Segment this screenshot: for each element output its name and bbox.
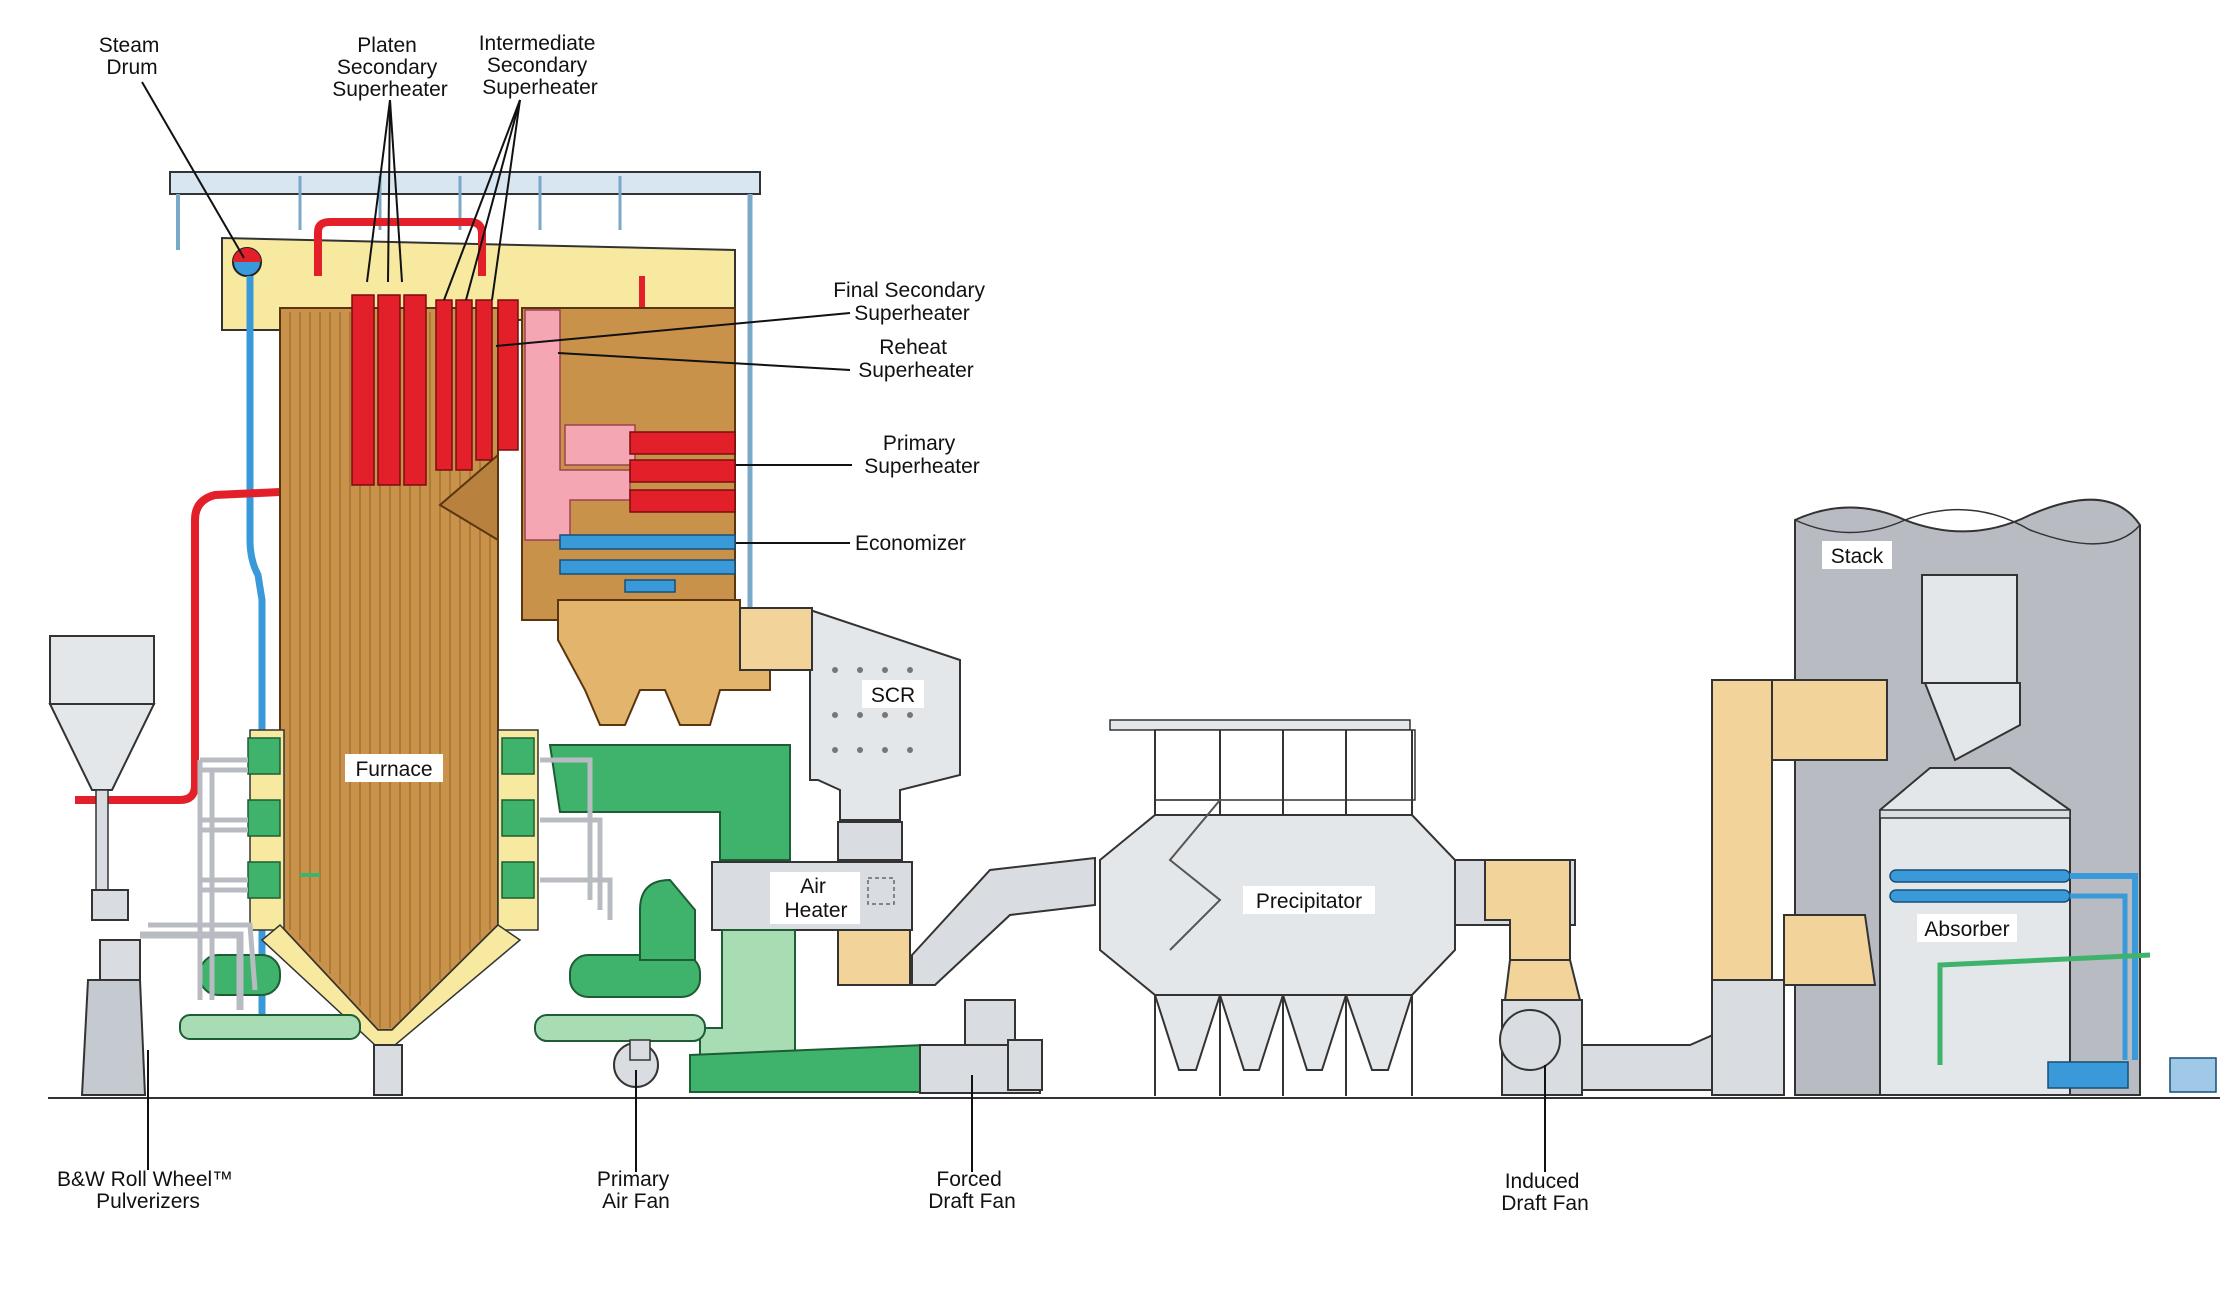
furnace-nose bbox=[438, 452, 499, 542]
scr-label: SCR bbox=[871, 684, 915, 707]
steam-drum bbox=[232, 247, 262, 277]
precipitator-label: Precipitator bbox=[1256, 890, 1362, 913]
stack-label-box: Stack bbox=[1822, 541, 1892, 569]
burners bbox=[247, 737, 535, 899]
economizer-label: Economizer bbox=[855, 532, 966, 555]
scr-outlet-duct bbox=[837, 929, 911, 986]
primary-air-duct bbox=[534, 878, 796, 1093]
primary-air-fan bbox=[613, 1039, 659, 1088]
platen-secondary-superheater bbox=[351, 294, 427, 486]
absorber-label: Absorber bbox=[1924, 918, 2009, 941]
furnace-bottom-ash bbox=[373, 1044, 403, 1096]
flue-gas-duct-to-precipitator bbox=[911, 856, 1096, 986]
coal-silo bbox=[48, 635, 156, 891]
reheat-superheater bbox=[524, 309, 636, 541]
downcomer-pipe bbox=[246, 276, 266, 1040]
scr-label-box: SCR bbox=[862, 680, 924, 708]
induced-draft-fan-label: Induced Draft Fan bbox=[1501, 1170, 1589, 1215]
intermediate-secondary-superheater-label: Intermediate Secondary Superheater bbox=[479, 32, 602, 99]
intermediate-secondary-superheater bbox=[435, 299, 493, 471]
economizer-bank bbox=[559, 534, 736, 593]
backpass-hopper bbox=[557, 599, 771, 726]
absorber-recirculation-pipe bbox=[1937, 952, 2151, 1065]
precipitator-label-box: Precipitator bbox=[1243, 886, 1375, 914]
air-heater-label: Air Heater bbox=[784, 875, 847, 922]
roll-wheel-pulverizer bbox=[80, 889, 258, 1096]
air-heater-label-box: Air Heater bbox=[770, 872, 860, 924]
recycle-pumps bbox=[2047, 1057, 2217, 1093]
steam-drum-label: Steam Drum bbox=[99, 34, 166, 79]
primary-air-fan-label: Primary Air Fan bbox=[597, 1168, 675, 1213]
scr-catalyst-dots bbox=[832, 667, 913, 753]
primary-superheater bbox=[629, 431, 736, 513]
reheat-superheater-label: Reheat Superheater bbox=[858, 336, 974, 382]
convection-backpass bbox=[521, 307, 771, 726]
platen-secondary-superheater-label: Platen Secondary Superheater bbox=[332, 34, 448, 101]
main-steam-pipe bbox=[75, 488, 281, 804]
coal-pipes bbox=[197, 757, 613, 1000]
final-secondary-superheater bbox=[497, 299, 519, 451]
primary-superheater-label: Primary Superheater bbox=[864, 432, 980, 478]
duct-to-induced-draft-fan bbox=[1454, 859, 1582, 1001]
absorber-spray-headers bbox=[1889, 869, 2138, 1060]
scr-reactor bbox=[739, 607, 961, 861]
final-secondary-superheater-label: Final Secondary Superheater bbox=[833, 279, 991, 325]
furnace-label-box: Furnace bbox=[345, 754, 443, 782]
stack-label: Stack bbox=[1831, 545, 1884, 568]
boiler-support-frame bbox=[169, 171, 761, 640]
absorber-inlet-duct bbox=[1711, 679, 1888, 1096]
secondary-air-duct bbox=[548, 744, 791, 861]
forced-draft-fan bbox=[919, 999, 1043, 1094]
leader-lines bbox=[141, 81, 1546, 1172]
absorber-label-box: Absorber bbox=[1917, 914, 2017, 942]
furnace-label: Furnace bbox=[355, 758, 432, 781]
pulverizers-label: B&W Roll Wheel™ Pulverizers bbox=[57, 1168, 239, 1213]
steam-lead-loop bbox=[314, 218, 486, 276]
absorber bbox=[1879, 682, 2217, 1096]
forced-draft-fan-label: Forced Draft Fan bbox=[928, 1168, 1016, 1213]
